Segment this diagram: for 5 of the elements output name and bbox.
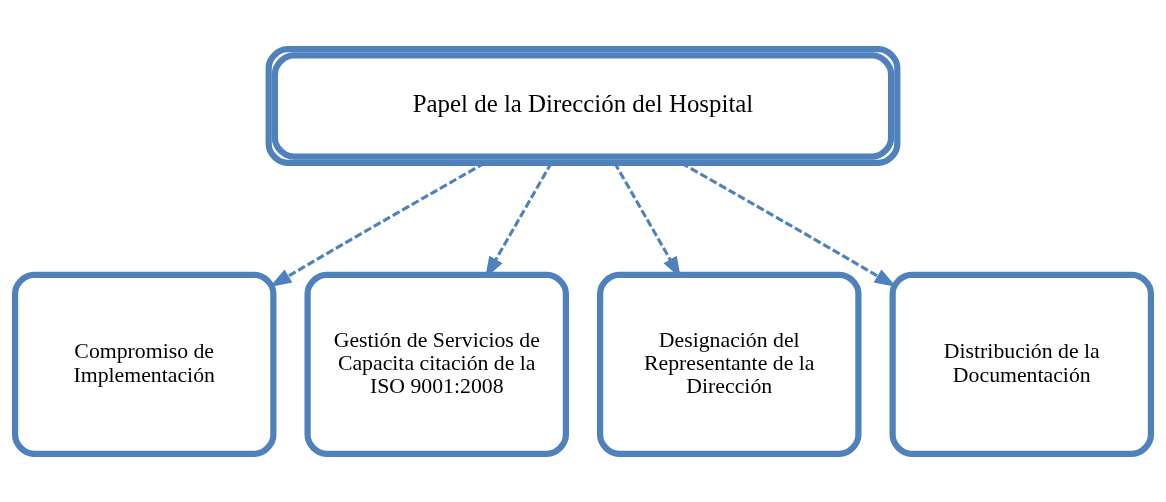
node-box: Papel de la Dirección del Hospital [265, 45, 901, 166]
node-box: Distribución de la Documentación [889, 271, 1155, 457]
node-box: Compromiso de Implementación [11, 271, 277, 457]
node-box: Designación del Representante de la Dirección [597, 271, 862, 457]
node-box: Gestión de Servicios de Capacita citación de la ISO 9001:2008 [304, 271, 569, 457]
